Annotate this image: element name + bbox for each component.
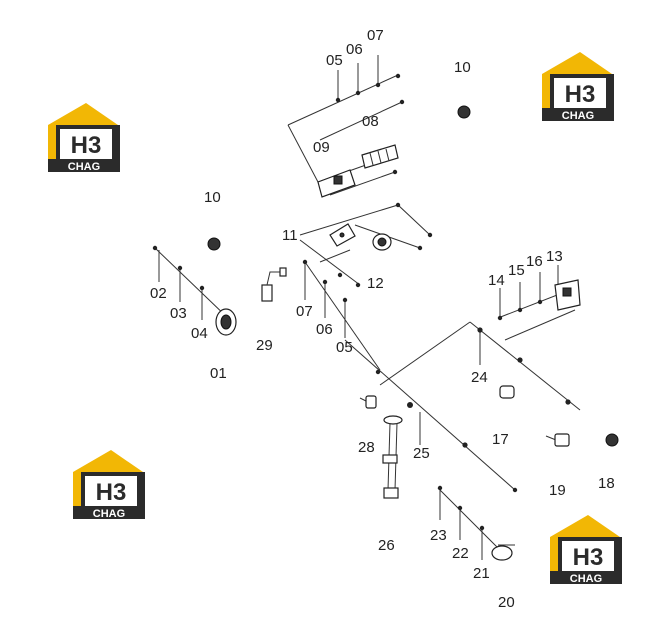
callout-18: 18 — [598, 475, 615, 492]
callout-02: 02 — [150, 285, 167, 302]
part-26-fuel-sender — [382, 415, 403, 499]
watermark-logo-top-right: H3 CHAG — [542, 52, 614, 122]
part-01-switch — [215, 308, 237, 336]
callout-16: 16 — [526, 253, 543, 270]
part-18-nut — [605, 433, 619, 447]
callout-29: 29 — [256, 337, 273, 354]
callout-28: 28 — [358, 439, 375, 456]
logo-mark: H3 — [573, 544, 604, 571]
logo-mark: H3 — [565, 81, 596, 108]
part-10-nut-left — [207, 237, 221, 251]
callout-11: 11 — [282, 227, 298, 244]
callout-07-top: 07 — [367, 27, 384, 44]
callout-13: 13 — [546, 248, 563, 265]
callout-23: 23 — [430, 527, 447, 544]
callout-21: 21 — [473, 565, 490, 582]
part-13-connector — [554, 279, 581, 311]
logo-name: CHAG — [68, 161, 100, 173]
part-28-sensor — [359, 395, 377, 409]
fastener-dots — [152, 73, 571, 531]
watermark-logo-bottom-right: H3 CHAG — [550, 515, 622, 585]
part-29-connector — [261, 267, 287, 302]
callout-05-top: 05 — [326, 52, 343, 69]
callout-06-bottom: 06 — [316, 321, 333, 338]
callout-07-bottom: 07 — [296, 303, 313, 320]
part-10-nut-top — [457, 105, 471, 119]
callout-20: 20 — [498, 594, 515, 611]
logo-name: CHAG — [570, 573, 602, 585]
part-20-clamp — [491, 544, 515, 561]
callout-06-top: 06 — [346, 41, 363, 58]
callout-04: 04 — [191, 325, 208, 342]
watermark-logo-bottom-left: H3 CHAG — [73, 450, 145, 520]
wiring-lines — [154, 55, 581, 560]
part-19-sensor — [545, 433, 570, 447]
callout-26: 26 — [378, 537, 395, 554]
part-08-bracket-plate — [361, 144, 399, 169]
part-11-bracket — [329, 223, 356, 247]
callout-08: 08 — [362, 113, 379, 130]
logo-mark: H3 — [71, 132, 102, 159]
callout-labels: 05 06 07 10 08 09 10 11 12 02 03 04 01 2… — [150, 27, 615, 611]
callout-17: 17 — [492, 431, 509, 448]
callout-15: 15 — [508, 262, 525, 279]
callout-22: 22 — [452, 545, 469, 562]
part-17-sensor — [499, 385, 515, 399]
logo-name: CHAG — [93, 508, 125, 520]
part-09-relay-block — [317, 169, 356, 198]
callout-19: 19 — [549, 482, 566, 499]
callout-10-left: 10 — [204, 189, 221, 206]
callout-24: 24 — [471, 369, 488, 386]
callout-03: 03 — [170, 305, 187, 322]
part-12-sensor — [372, 233, 392, 251]
callout-14: 14 — [488, 272, 505, 289]
callout-10-top: 10 — [454, 59, 471, 76]
callout-12: 12 — [367, 275, 384, 292]
watermark-logo-top-left: H3 CHAG — [48, 103, 120, 173]
callout-01: 01 — [210, 365, 227, 382]
callout-25: 25 — [413, 445, 430, 462]
callout-05-bottom: 05 — [336, 339, 353, 356]
logo-name: CHAG — [562, 110, 594, 122]
callout-09: 09 — [313, 139, 330, 156]
logo-mark: H3 — [96, 479, 127, 506]
